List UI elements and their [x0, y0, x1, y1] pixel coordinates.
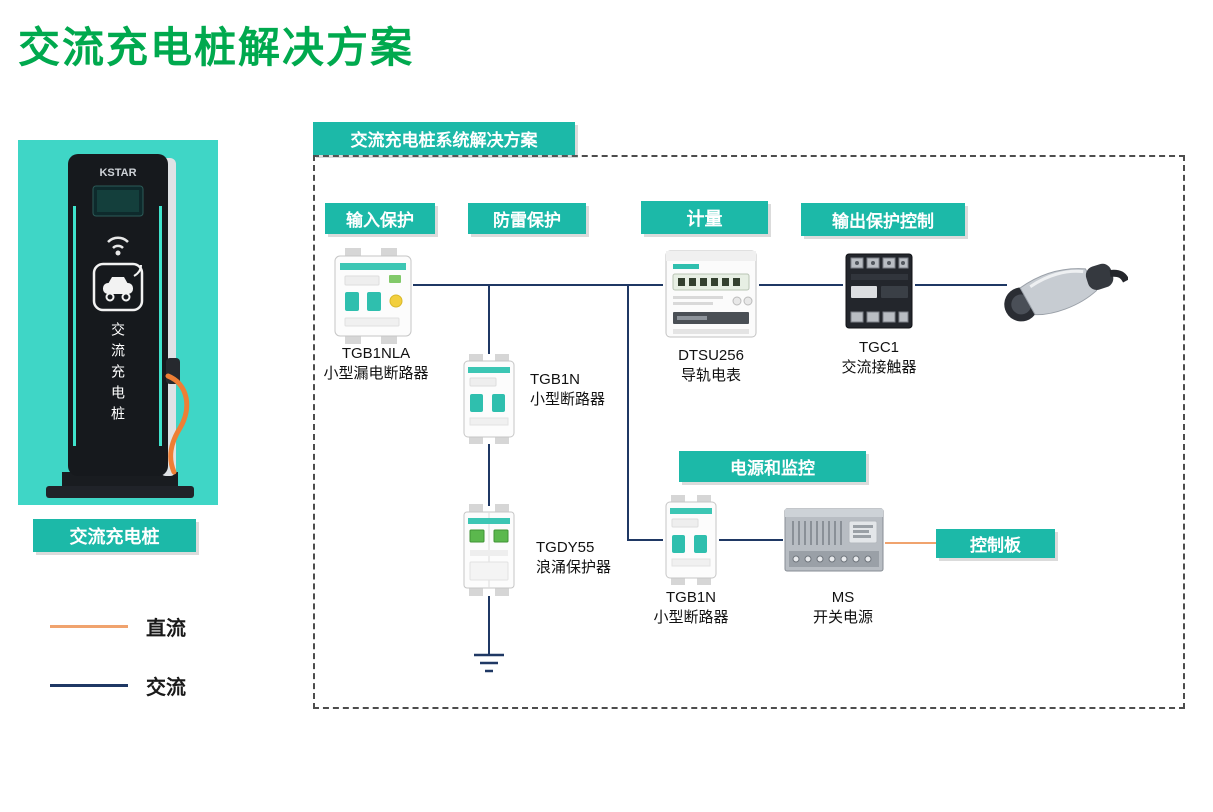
component-model: TGC1 [858, 339, 899, 356]
charging-pile-photo: KSTAR 交流充电桩 [18, 140, 218, 505]
wire-branch-to-power [627, 284, 629, 541]
component-tgc1-contactor [845, 253, 913, 329]
component-desc: 导轨电表 [680, 366, 741, 384]
label-dtsu256: DTSU256 导轨电表 [656, 346, 766, 385]
ground-icon [474, 653, 504, 673]
page-title: 交流充电桩解决方案 [18, 24, 415, 71]
ev-car-icon [92, 262, 144, 312]
legend-row-ac: 交流 [50, 671, 186, 700]
component-model: TGDY55 [536, 539, 595, 556]
component-ms-power-supply [784, 508, 884, 572]
badge-lightning-protection: 防雷保护 [468, 203, 586, 234]
component-desc: 开关电源 [812, 608, 873, 626]
wire-ms-to-control-board [885, 542, 936, 544]
pile-orange-cable [165, 373, 190, 475]
wire-tgb1n-to-surge [488, 444, 490, 506]
badge-control-board: 控制板 [936, 529, 1055, 558]
wire-breaker-to-ms [719, 539, 783, 541]
component-tgb1nla-breaker [334, 248, 412, 344]
badge-metering: 计量 [641, 201, 768, 234]
wire-bus-contactor-to-gun [915, 284, 1007, 286]
legend-row-dc: 直流 [50, 612, 186, 641]
component-dtsu256-meter [665, 250, 757, 338]
component-desc: 小型漏电断路器 [323, 364, 429, 382]
label-tgdy55: TGDY55 浪涌保护器 [536, 538, 611, 577]
ac-label: 交流 [146, 677, 186, 699]
component-model: TGB1NLA [341, 345, 411, 362]
badge-power-monitoring: 电源和监控 [679, 451, 866, 482]
component-model: DTSU256 [678, 347, 744, 364]
wire-branch-horizontal [627, 539, 663, 541]
component-tgdy55-surge-protector [463, 504, 515, 596]
wire-drop-to-tgb1n [488, 284, 490, 354]
product-badge: 交流充电桩 [33, 519, 196, 552]
ac-line-sample [50, 684, 128, 687]
dc-label: 直流 [146, 618, 186, 640]
label-tgb1nla: TGB1NLA 小型漏电断路器 [306, 344, 446, 383]
component-tgb1n-bottom-breaker [665, 495, 717, 585]
label-tgc1: TGC1 交流接触器 [829, 338, 929, 377]
label-ms: MS 开关电源 [793, 588, 893, 627]
label-tgb1n-top: TGB1N 小型断路器 [530, 370, 605, 409]
component-desc: 小型断路器 [530, 390, 606, 408]
dc-line-sample [50, 625, 128, 628]
component-model: TGB1N [530, 371, 581, 388]
component-desc: 小型断路器 [653, 608, 729, 626]
pile-vertical-text: 交流充电桩 [110, 321, 126, 427]
diagram-box [313, 155, 1185, 709]
wire-bus-meter-to-contactor [759, 284, 843, 286]
component-desc: 交流接触器 [841, 358, 917, 376]
badge-output-protection: 输出保护控制 [801, 203, 965, 236]
component-desc: 浪涌保护器 [536, 558, 612, 576]
charging-pile-illustration: KSTAR 交流充电桩 [46, 154, 194, 498]
badge-input-protection: 输入保护 [325, 203, 435, 234]
component-model: TGB1N [665, 589, 716, 606]
component-model: MS [831, 589, 855, 606]
diagram-header-badge: 交流充电桩系统解决方案 [313, 122, 575, 155]
label-tgb1n-bottom: TGB1N 小型断路器 [637, 588, 745, 627]
wire-surge-to-ground [488, 596, 490, 654]
rfid-icon [107, 236, 129, 256]
wire-bus-breaker-to-meter [413, 284, 663, 286]
component-tgb1n-top-breaker [463, 354, 515, 444]
pile-brand-text: KSTAR [99, 167, 136, 179]
component-charging-gun [1004, 263, 1128, 322]
legend: 直流 交流 [50, 612, 186, 730]
